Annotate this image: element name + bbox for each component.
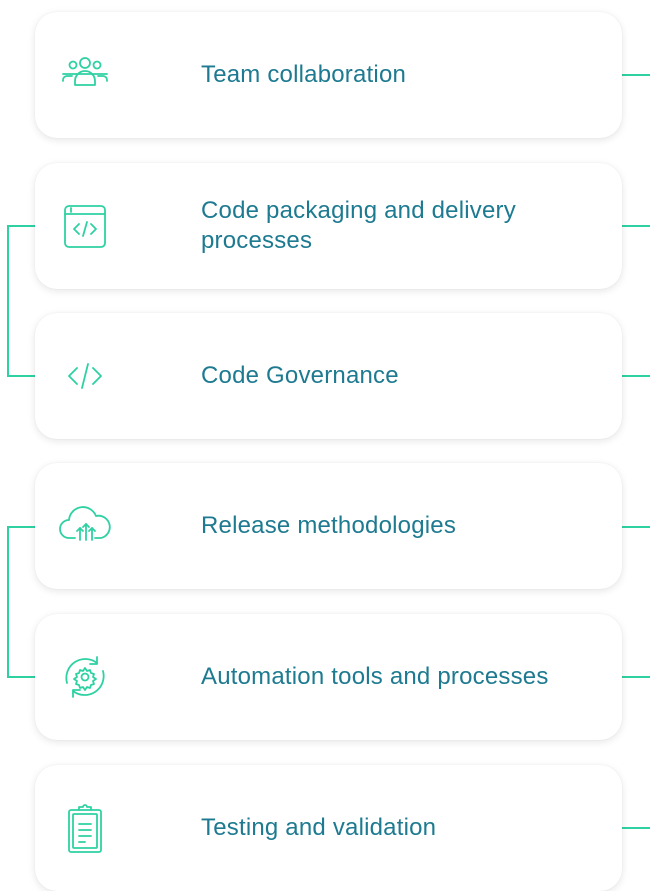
card-automation-tools: Automation tools and processes [35,614,622,740]
code-brackets-icon [53,344,117,408]
card-release-methodologies: Release methodologies [35,463,622,589]
card-testing-validation: Testing and validation [35,765,622,891]
item-label: Code packaging and delivery processes [201,197,516,254]
left-bracket-1 [7,225,35,377]
item-label: Code Governance [201,362,399,389]
left-bracket-2 [7,526,35,678]
clipboard-icon [53,796,117,860]
code-file-icon [53,194,117,258]
card-code-governance: Code Governance [35,313,622,439]
card-team-collaboration: Team collaboration [35,12,622,138]
item-label: Team collaboration [201,61,407,88]
item-label: Automation tools and processes [201,663,549,690]
card-code-packaging: Code packaging and delivery processes [35,163,622,289]
cloud-upload-icon [53,494,117,558]
item-label: Testing and validation [201,814,437,841]
gear-sync-icon [53,645,117,709]
item-label: Release methodologies [201,512,457,539]
team-icon [53,43,117,107]
